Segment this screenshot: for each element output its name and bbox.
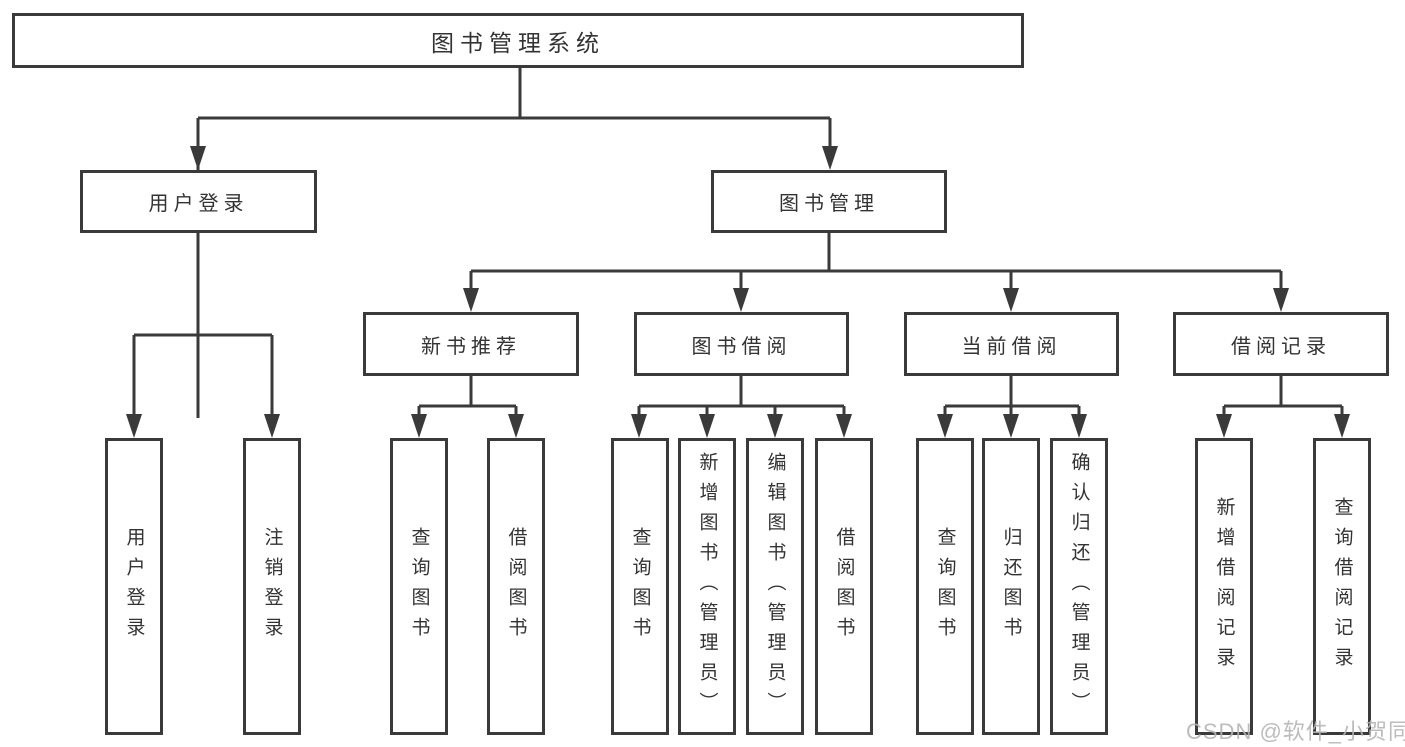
connector-book-borrow <box>637 376 846 418</box>
connector-new-book-rec <box>417 376 518 418</box>
leaf-record-query-record-label: 查询借阅记录 <box>1331 496 1353 677</box>
leaf-borrow-add-book-admin-label: 新增图书（管理员） <box>696 451 718 722</box>
leaf-user-login-label: 用户登录 <box>123 526 145 647</box>
node-new-book-recommend-label: 新书推荐 <box>421 335 521 358</box>
node-user-login: 用户登录 <box>80 170 317 233</box>
node-book-borrow-label: 图书借阅 <box>691 335 792 358</box>
connector-book-mgmt <box>469 233 1283 294</box>
node-current-borrow-label: 当前借阅 <box>961 335 1062 358</box>
leaf-record-add-record-label: 新增借阅记录 <box>1213 496 1235 677</box>
leaf-recommend-borrow-book-label: 借阅图书 <box>505 526 527 647</box>
leaf-user-login: 用户登录 <box>105 438 163 735</box>
leaf-current-confirm-return-admin: 确认归还（管理员） <box>1050 438 1108 735</box>
leaf-record-query-record: 查询借阅记录 <box>1313 438 1371 735</box>
leaf-logout: 注销登录 <box>243 438 301 735</box>
leaf-current-return-book-label: 归还图书 <box>1000 526 1022 647</box>
node-book-management-label: 图书管理 <box>779 193 879 215</box>
leaf-borrow-borrow-book-label: 借阅图书 <box>833 526 855 647</box>
leaf-borrow-query-book-label: 查询图书 <box>629 526 651 647</box>
leaf-current-return-book: 归还图书 <box>982 438 1040 735</box>
leaf-current-query-book: 查询图书 <box>916 438 974 735</box>
node-book-borrow: 图书借阅 <box>634 312 849 376</box>
leaf-current-query-book-label: 查询图书 <box>934 526 956 647</box>
node-borrow-record-label: 借阅记录 <box>1231 335 1331 358</box>
leaf-recommend-query-book-label: 查询图书 <box>408 526 430 647</box>
leaf-borrow-edit-book-admin-label: 编辑图书（管理员） <box>764 451 786 722</box>
leaf-record-add-record: 新增借阅记录 <box>1195 438 1253 735</box>
leaf-logout-label: 注销登录 <box>261 526 283 647</box>
node-root-label: 图书管理系统 <box>431 29 605 56</box>
node-current-borrow: 当前借阅 <box>904 312 1119 376</box>
leaf-current-confirm-return-admin-label: 确认归还（管理员） <box>1068 451 1090 722</box>
node-borrow-record: 借阅记录 <box>1173 312 1389 376</box>
leaf-recommend-query-book: 查询图书 <box>390 438 448 735</box>
leaf-recommend-borrow-book: 借阅图书 <box>487 438 545 735</box>
node-root: 图书管理系统 <box>12 13 1024 68</box>
node-user-login-label: 用户登录 <box>148 193 249 215</box>
connector-borrow-record <box>1222 376 1344 418</box>
connector-user-login <box>132 233 274 418</box>
node-new-book-recommend: 新书推荐 <box>363 312 579 376</box>
connector-current-borrow <box>943 376 1081 418</box>
leaf-borrow-add-book-admin: 新增图书（管理员） <box>678 438 736 735</box>
csdn-watermark: CSDN @软件_小贺同学 <box>1186 719 1405 744</box>
node-book-management: 图书管理 <box>711 170 947 233</box>
leaf-borrow-borrow-book: 借阅图书 <box>815 438 873 735</box>
leaf-borrow-query-book: 查询图书 <box>611 438 669 735</box>
leaf-borrow-edit-book-admin: 编辑图书（管理员） <box>746 438 804 735</box>
